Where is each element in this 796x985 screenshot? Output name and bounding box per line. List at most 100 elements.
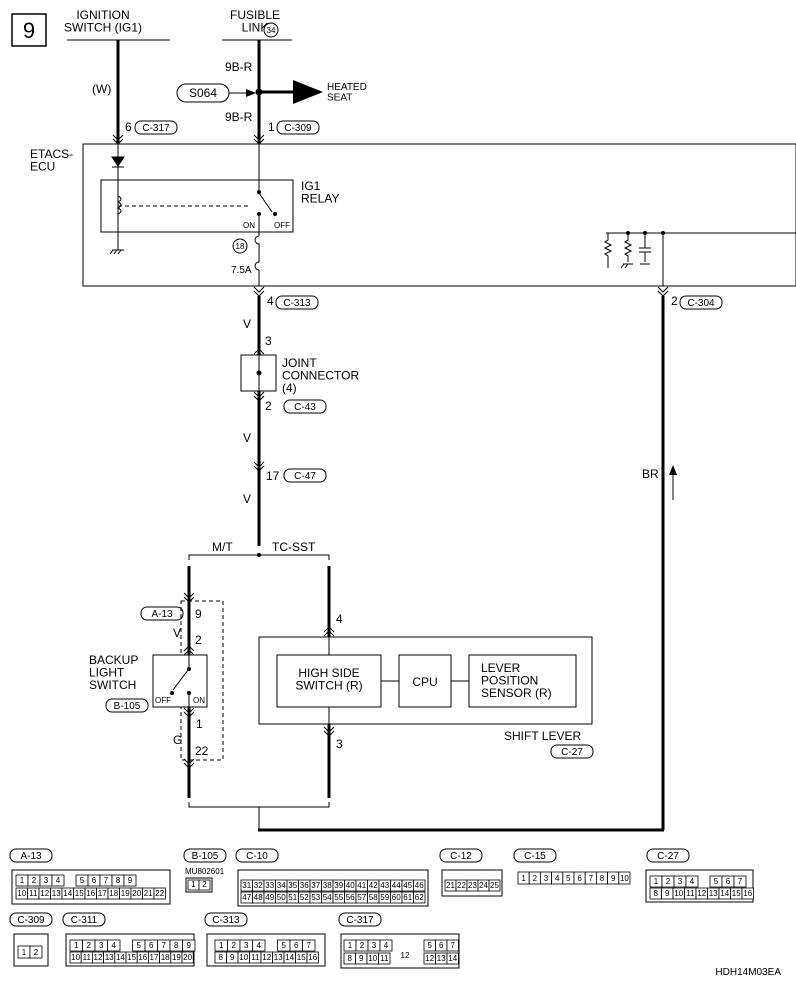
pin-label: 51 [288,893,297,902]
backup-switch-blade [172,669,189,691]
pin-label: 4 [257,941,262,950]
pin-label: 57 [357,893,366,902]
wire-color-v1: V [243,317,251,331]
pin-label: 2 [360,941,365,950]
pin-label: 4 [384,941,389,950]
pin-label: 36 [300,881,309,890]
fusible-link-number: 34 [267,26,276,35]
pin-label: 7 [738,877,743,886]
wire-color-br: BR [642,467,659,481]
connector-ref-b105: B-105 [114,701,141,712]
fusible-link-number-circle [263,22,279,38]
pin-label: 10 [674,889,683,898]
pin-label: 9 [665,889,670,898]
pin-cell [182,939,196,952]
pin-label: 8 [600,874,605,883]
pin-label: 40 [346,881,355,890]
pin-22: 22 [195,744,209,758]
pin-1: 1 [268,120,275,134]
pin-label: 22 [155,889,164,898]
connector-ref-c15: C-15 [524,851,546,862]
pin-label: 38 [323,881,332,890]
pin-label: 39 [334,881,343,890]
pin-cell [29,945,43,959]
pin-label: 1 [219,941,224,950]
pin-label: 9 [128,876,133,885]
pin-cell [51,874,65,887]
pin-label: 53 [311,893,320,902]
pin-label: 11 [251,953,260,962]
pin-label: 3 [372,941,377,950]
pin-label: 48 [254,893,263,902]
ground-icon [109,249,124,255]
pin-label: 7 [104,876,109,885]
pin-label: 15 [127,953,136,962]
pin-label: 55 [334,893,343,902]
pin-label: 6 [439,941,444,950]
pin-label: 12 [425,954,434,963]
pin-label: 9 [230,953,235,962]
pin-label: 18 [161,953,170,962]
pin-cell [302,939,316,952]
pin-label: 6 [92,876,97,885]
pin-label: 17 [98,889,107,898]
connector-ref-box-c27 [550,744,594,759]
cpu-label: CPU [412,675,437,689]
pin-label: 52 [300,893,309,902]
high-side-switch-box [276,654,382,708]
pin-label: 50 [277,893,286,902]
pin-cell [618,871,631,885]
pin-label: 2 [533,874,538,883]
pin-label: 20 [132,889,141,898]
relay-switch-blade [258,192,273,213]
pin-label: 22 [457,881,466,890]
pin-label: 2 [32,876,37,885]
lever-position-sensor-box [468,654,577,708]
pin-label: 41 [357,881,366,890]
connector-ref-box-c15 [513,848,557,863]
pin-4: 4 [267,294,274,308]
pin-label: 5 [566,874,571,883]
connector-ref-c27: C-27 [657,851,679,862]
wire-color-v4: V [173,626,181,640]
pin-label: 13 [437,954,446,963]
pin-label: 8 [174,941,179,950]
pin-label: 5 [80,876,85,885]
wire-color-v2: V [243,431,251,445]
pin-label: 10 [71,953,80,962]
connector-ref-c304: C-304 [687,298,715,309]
pin-label: 13 [52,889,61,898]
connector-ref-c309: C-309 [284,123,312,134]
connector-ref-box-c43 [283,399,327,414]
pin-4-shift: 4 [336,612,343,626]
connector-ref-box-c304 [679,295,723,310]
connector-ref-c43: C-43 [294,402,316,413]
pin-2-joint: 2 [265,399,272,413]
connector-c317-mid: 12 [401,951,410,960]
connector-ref-box-c313 [275,295,319,310]
pin-label: 2 [232,941,237,950]
pin-2-switch: 2 [195,633,202,647]
connector-ref-box-c311 [62,912,106,927]
pin-label: 12 [262,953,271,962]
coil-icon [116,195,122,215]
pin-label: 1 [348,941,353,950]
pin-label: 46 [415,881,424,890]
pin-label: 25 [490,881,499,890]
pin-label: 3 [678,877,683,886]
pin-label: 4 [112,941,117,950]
pin-label: 10 [620,874,629,883]
pin-label: 4 [555,874,560,883]
connector-ref-box-c47 [283,468,327,483]
pin-cell [733,875,747,888]
splice-label: S064 [189,86,217,100]
pin-3-shift: 3 [336,737,343,751]
pin-cell [413,891,426,904]
relay-on-label: ON [243,221,255,230]
pin-label: 34 [277,881,286,890]
pin-label: 59 [380,893,389,902]
